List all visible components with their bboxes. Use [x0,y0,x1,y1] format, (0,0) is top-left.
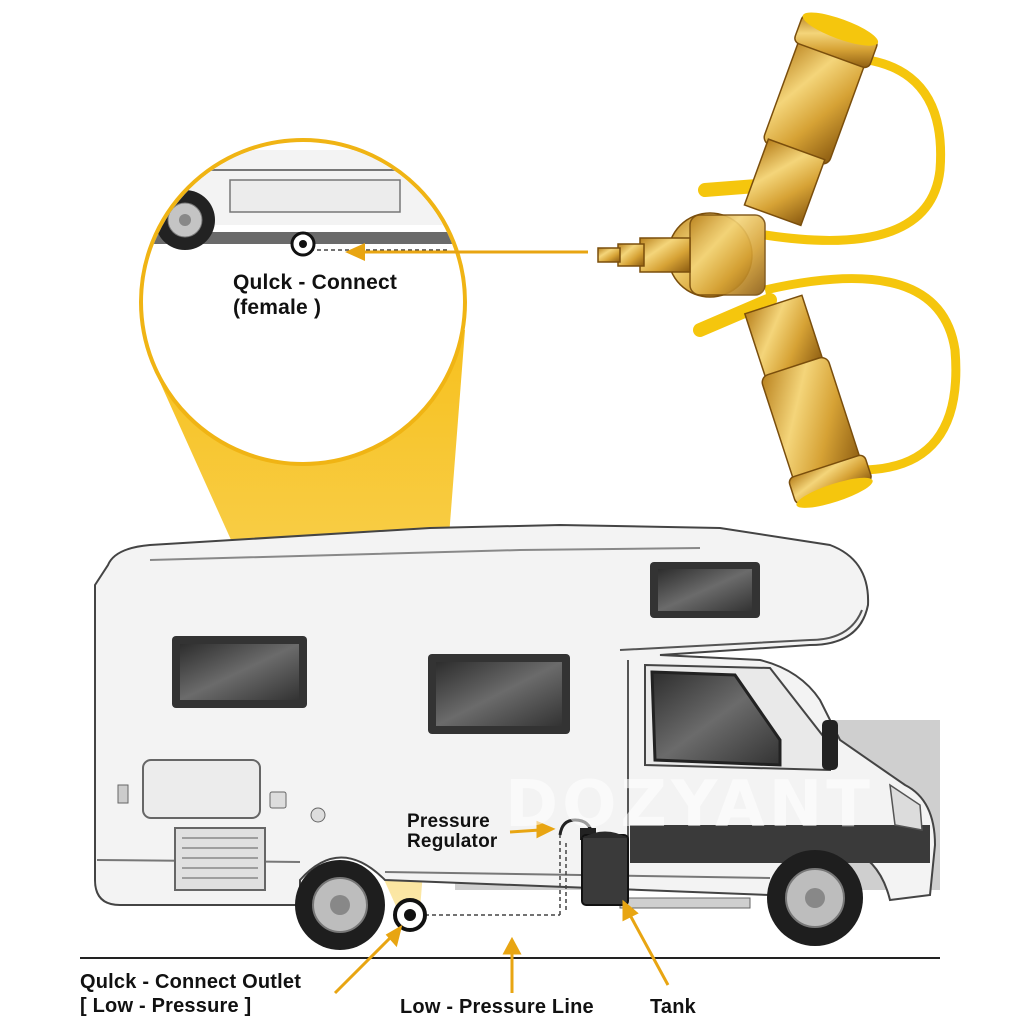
zoom-connect-line2: (female ) [233,296,322,319]
low-pressure-line-label: Low - Pressure Line [400,996,594,1018]
label-arrows [333,820,670,995]
propane-tank-icon [558,818,629,906]
pressure-regulator-line1: Pressure [407,811,490,832]
motorhome-illustration [94,523,937,950]
zoom-connect-line1: Qulck - Connect [233,271,398,294]
low-pressure-line [425,835,567,916]
tank-label: Tank [650,996,696,1018]
pressure-regulator-label: Pressure Regulator [407,812,497,852]
outlet-label: Qulck - Connect Outlet [ Low - Pressure … [80,970,301,1018]
zoom-connect-label: Qulck - Connect (female ) [233,270,397,320]
connection-arrow [345,243,588,261]
outlet-line2: [ Low - Pressure ] [80,995,252,1017]
watermark: DOZYANT [505,768,874,842]
brass-tee-adapter-icon [597,12,961,508]
pressure-regulator-line2: Regulator [407,831,498,852]
outlet-line1: Qulck - Connect Outlet [80,971,302,993]
zoom-circle [139,138,467,466]
quick-connect-outlet-icon [393,898,427,932]
